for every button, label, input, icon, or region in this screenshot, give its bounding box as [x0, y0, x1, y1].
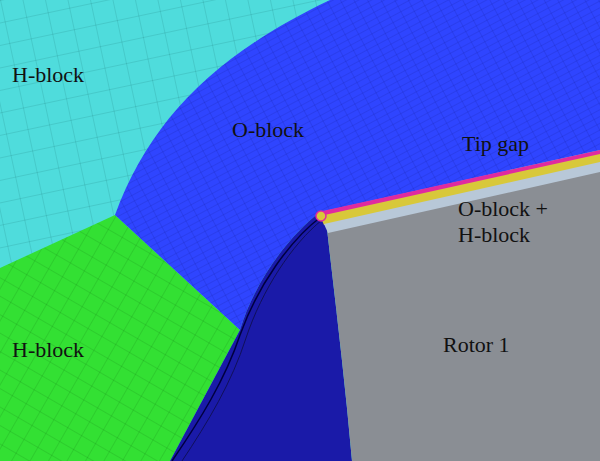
block-boundary [182, 220, 322, 461]
blade-tip [316, 211, 326, 221]
region-label: H-block [12, 337, 84, 363]
region-label: O-block + H-block [458, 196, 558, 248]
block-boundary [172, 216, 322, 461]
region-label: H-block [12, 62, 84, 88]
region-label: Rotor 1 [443, 332, 510, 358]
o-block-region [170, 212, 352, 461]
region-label: O-block [232, 117, 304, 143]
region-label: Tip gap [462, 131, 529, 157]
